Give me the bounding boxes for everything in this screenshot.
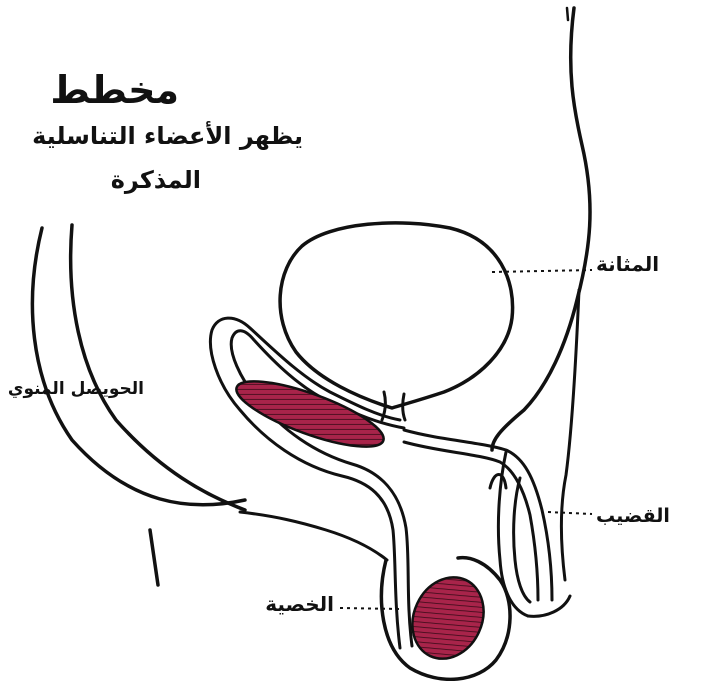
testis-shape: [399, 566, 496, 671]
abdominal-wall-inner: [561, 290, 579, 580]
back-outline-outer: [32, 228, 245, 505]
back-outline-inner: [71, 225, 245, 510]
bladder-outline: [280, 223, 513, 408]
label-bladder: المثانة: [596, 252, 659, 276]
anus-mark: [150, 530, 158, 585]
label-testis: الخصية: [265, 592, 334, 616]
diagram-subtitle-line1: يظهر الأعضاء التناسلية: [32, 122, 303, 150]
bladder-leader-line: [492, 270, 592, 272]
label-penis: القضيب: [596, 505, 670, 527]
penis-shaft-inner: [514, 478, 530, 602]
testis-leader-line: [340, 608, 402, 609]
wall-tick-mark: [567, 8, 568, 20]
label-seminal-vesicle: الحويصل المنوي: [8, 379, 144, 399]
diagram-title: مخطط: [50, 68, 179, 112]
perineum-line: [240, 512, 387, 560]
diagram-subtitle-line2: المذكرة: [111, 166, 201, 194]
penis-glans: [490, 475, 570, 617]
penis-leader-line: [548, 512, 592, 514]
